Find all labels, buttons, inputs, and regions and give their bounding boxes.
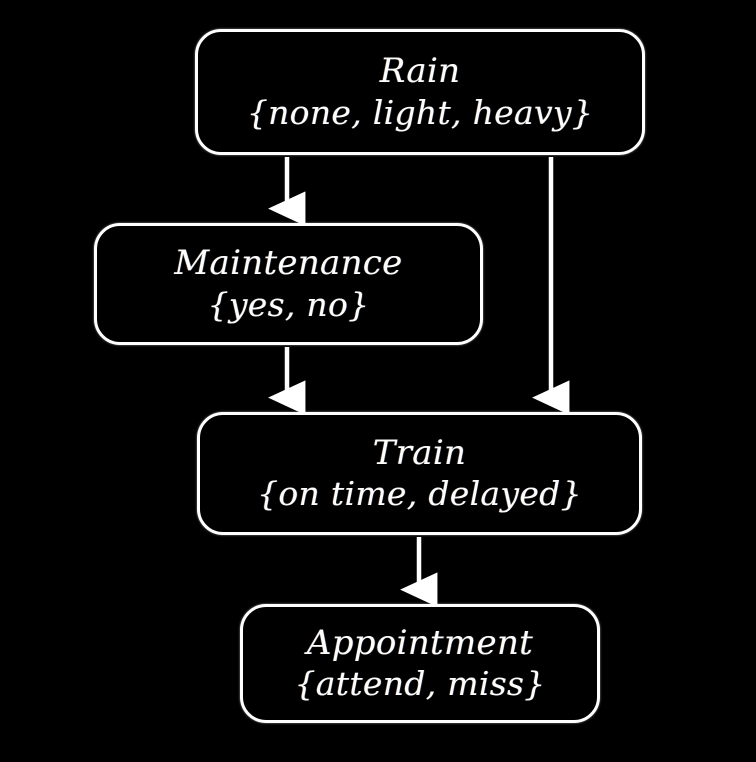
- node-maintenance[interactable]: Maintenance {yes, no}: [94, 223, 483, 345]
- node-train-states: {on time, delayed}: [257, 474, 582, 514]
- node-train[interactable]: Train {on time, delayed}: [197, 412, 642, 535]
- node-appointment[interactable]: Appointment {attend, miss}: [240, 604, 600, 723]
- node-train-title: Train: [372, 432, 467, 473]
- node-maintenance-states: {yes, no}: [207, 284, 370, 324]
- node-rain[interactable]: Rain {none, light, heavy}: [195, 29, 645, 155]
- node-appointment-title: Appointment: [306, 622, 534, 663]
- node-rain-title: Rain: [379, 51, 461, 92]
- node-rain-states: {none, light, heavy}: [246, 92, 594, 132]
- node-appointment-states: {attend, miss}: [294, 664, 546, 704]
- node-maintenance-title: Maintenance: [174, 243, 403, 284]
